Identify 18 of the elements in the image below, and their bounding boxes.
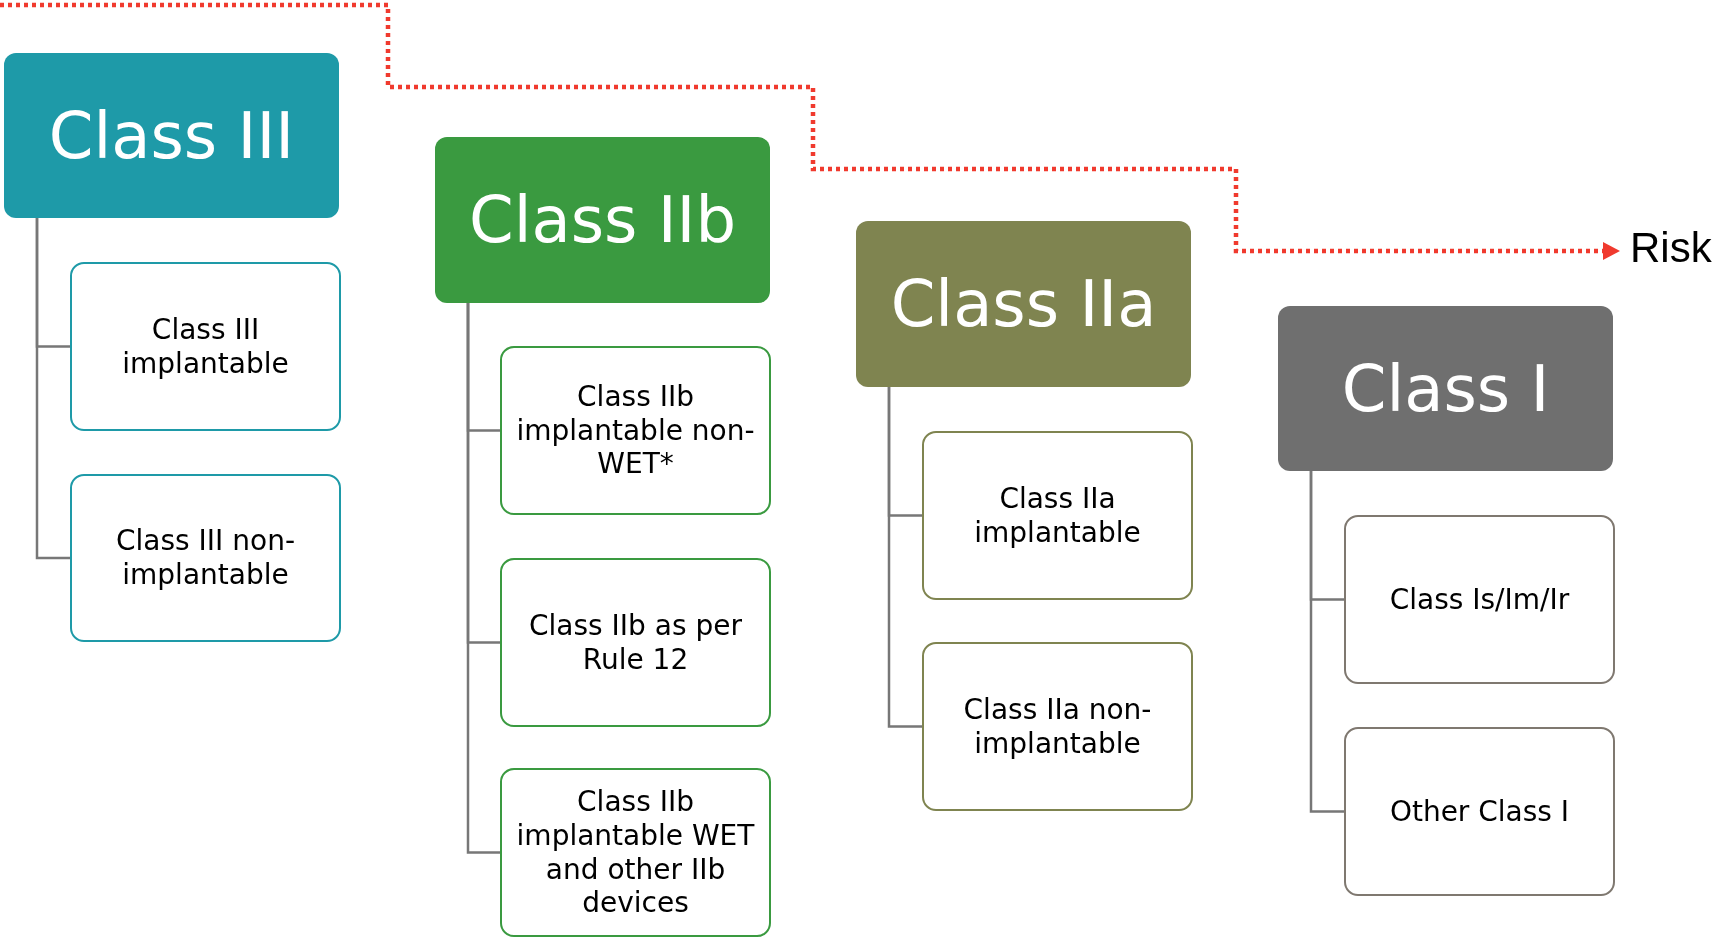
connector-line (466, 303, 500, 854)
class-header-box: Class IIa (856, 221, 1191, 387)
axis-label: Risk (1630, 224, 1712, 272)
class-header-box: Class I (1278, 306, 1613, 471)
subclass-box: Other Class I (1344, 727, 1615, 896)
subclass-box: Class III implantable (70, 262, 341, 431)
connector-line (887, 387, 922, 728)
subclass-box: Class IIa non-implantable (922, 642, 1193, 811)
subclass-box: Class IIb implantable WET and other IIb devices (500, 768, 771, 937)
subclass-box: Class IIb implantable non-WET* (500, 346, 771, 515)
subclass-box: Class Is/Im/Ir (1344, 515, 1615, 684)
connector-line (35, 218, 70, 560)
subclass-box: Class IIb as per Rule 12 (500, 558, 771, 727)
subclass-box: Class IIa implantable (922, 431, 1193, 600)
subclass-box: Class III non-implantable (70, 474, 341, 642)
class-header-box: Class III (4, 53, 339, 218)
class-header-box: Class IIb (435, 137, 770, 303)
connector-line (1309, 471, 1344, 813)
